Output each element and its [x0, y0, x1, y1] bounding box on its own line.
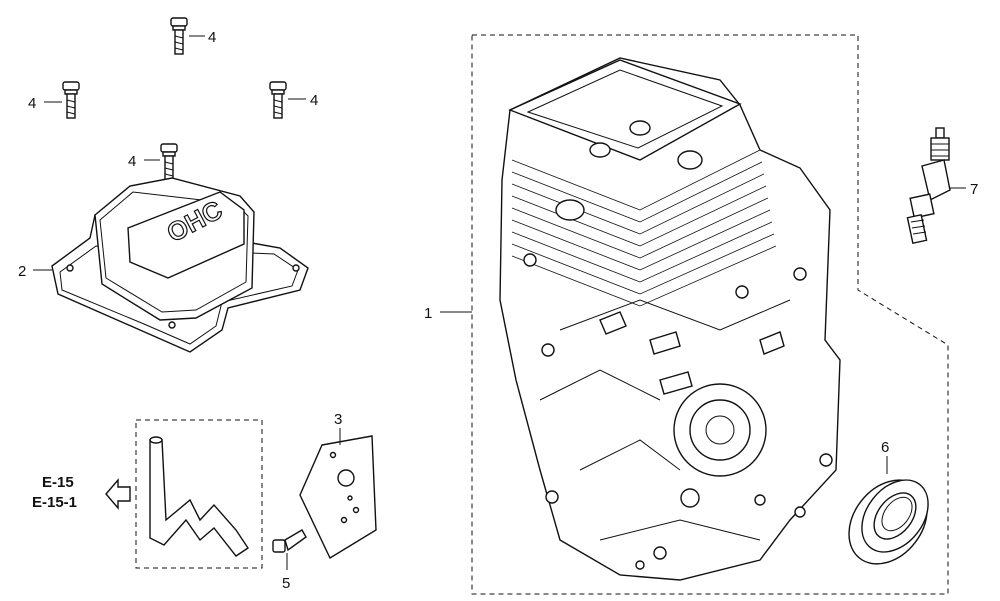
reference-e15[interactable]: E-15 — [42, 474, 74, 491]
label-2: 2 — [18, 263, 26, 280]
label-4-top: 4 — [208, 29, 216, 46]
bolt-4-mid[interactable] — [160, 143, 178, 183]
head-cover[interactable]: OHC — [51, 177, 309, 353]
bolt-4-left[interactable] — [62, 81, 80, 119]
breather-hose[interactable] — [149, 436, 249, 557]
label-6: 6 — [881, 439, 889, 456]
oil-seal[interactable] — [833, 465, 943, 579]
small-bolt[interactable] — [272, 529, 307, 553]
label-4-mid: 4 — [128, 153, 136, 170]
spark-plug[interactable] — [906, 127, 951, 245]
label-5: 5 — [282, 575, 290, 592]
label-4-right: 4 — [310, 92, 318, 109]
crankcase-group-box — [471, 34, 949, 595]
bolt-4-right[interactable] — [269, 81, 287, 119]
bolt-4-top[interactable] — [170, 17, 188, 55]
label-4-left: 4 — [28, 95, 36, 112]
label-3: 3 — [334, 411, 342, 428]
hose-group-box — [135, 419, 263, 569]
label-7: 7 — [970, 181, 978, 198]
crankcase-assembly[interactable] — [499, 57, 841, 581]
label-1: 1 — [424, 305, 432, 322]
reference-e15-1[interactable]: E-15-1 — [32, 494, 77, 511]
gasket-plate[interactable] — [299, 435, 377, 560]
reference-arrow-icon[interactable] — [105, 478, 131, 510]
